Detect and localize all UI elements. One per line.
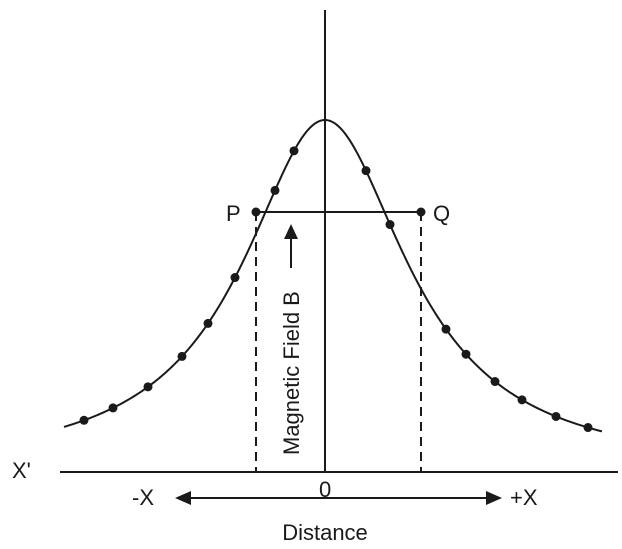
curve-dot [385, 220, 395, 230]
curve-dot [79, 415, 89, 425]
distance-label: Distance [282, 520, 368, 545]
curve-dot [490, 377, 500, 387]
curve-dot [551, 411, 561, 421]
curve-dot [177, 351, 187, 361]
point-p-marker [251, 207, 261, 217]
field-curve [63, 119, 603, 433]
point-q-label: Q [433, 201, 450, 226]
pos-x-label: +X [510, 485, 538, 510]
curve-dot [270, 185, 280, 195]
curve-dot [361, 166, 371, 176]
field-arrow-head [284, 224, 298, 239]
curve-dot [203, 318, 213, 328]
curve-dot [583, 423, 593, 433]
magnetic-field-label: Magnetic Field B [279, 291, 304, 455]
origin-label: 0 [319, 477, 331, 502]
curve-dot [461, 349, 471, 359]
point-q-marker [416, 207, 426, 217]
distance-arrow-right-head [486, 491, 502, 505]
neg-x-label: -X [132, 485, 154, 510]
curve-dot [143, 382, 153, 392]
curve-dot [230, 273, 240, 283]
curve-dot [517, 395, 527, 405]
point-p-label: P [226, 201, 241, 226]
curve-markers [79, 146, 593, 433]
curve-dot [108, 403, 118, 413]
distance-arrow-left-head [175, 491, 191, 505]
curve-dot [289, 146, 299, 156]
x-prime-label: X' [12, 458, 31, 483]
curve-dot [441, 324, 451, 334]
